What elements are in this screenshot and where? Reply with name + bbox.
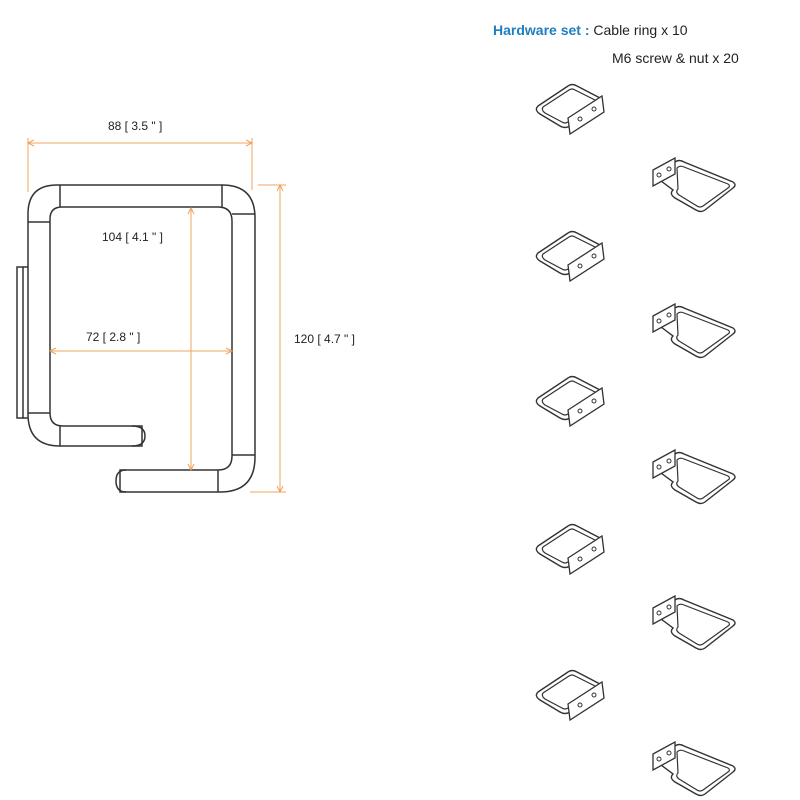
- hardware-item-screw-nut-row: M6 screw & nut x 20: [612, 50, 739, 66]
- cable-ring-icon: [535, 83, 605, 135]
- cable-ring-icon: [535, 669, 605, 721]
- dimension-width-label: 88 [ 3.5 " ]: [108, 119, 162, 133]
- cable-ring-outline: [16, 184, 256, 493]
- cable-ring-icon: [652, 595, 736, 651]
- dimension-inner-height-label: 104 [ 4.1 " ]: [102, 230, 163, 244]
- cable-ring-icon: [535, 375, 605, 427]
- cable-ring-icon: [652, 157, 736, 213]
- cable-ring-icon: [652, 741, 736, 797]
- hardware-item-cable-ring: Cable ring x 10: [593, 22, 688, 38]
- dimension-lines: [26, 138, 286, 494]
- cable-ring-icons: [535, 83, 736, 797]
- hardware-set-separator: :: [580, 22, 594, 38]
- cable-ring-icon: [652, 449, 736, 505]
- dimension-height-label: 120 [ 4.7 " ]: [294, 332, 355, 346]
- dimension-inner-width-label: 72 [ 2.8 " ]: [86, 330, 140, 344]
- cable-ring-icon: [652, 303, 736, 359]
- hardware-set-header: Hardware set : Cable ring x 10: [493, 22, 688, 38]
- cable-ring-icon: [535, 523, 605, 575]
- hardware-set-title: Hardware set: [493, 22, 581, 38]
- cable-ring-icon: [535, 230, 605, 282]
- hardware-item-screw-nut: M6 screw & nut x 20: [612, 50, 739, 66]
